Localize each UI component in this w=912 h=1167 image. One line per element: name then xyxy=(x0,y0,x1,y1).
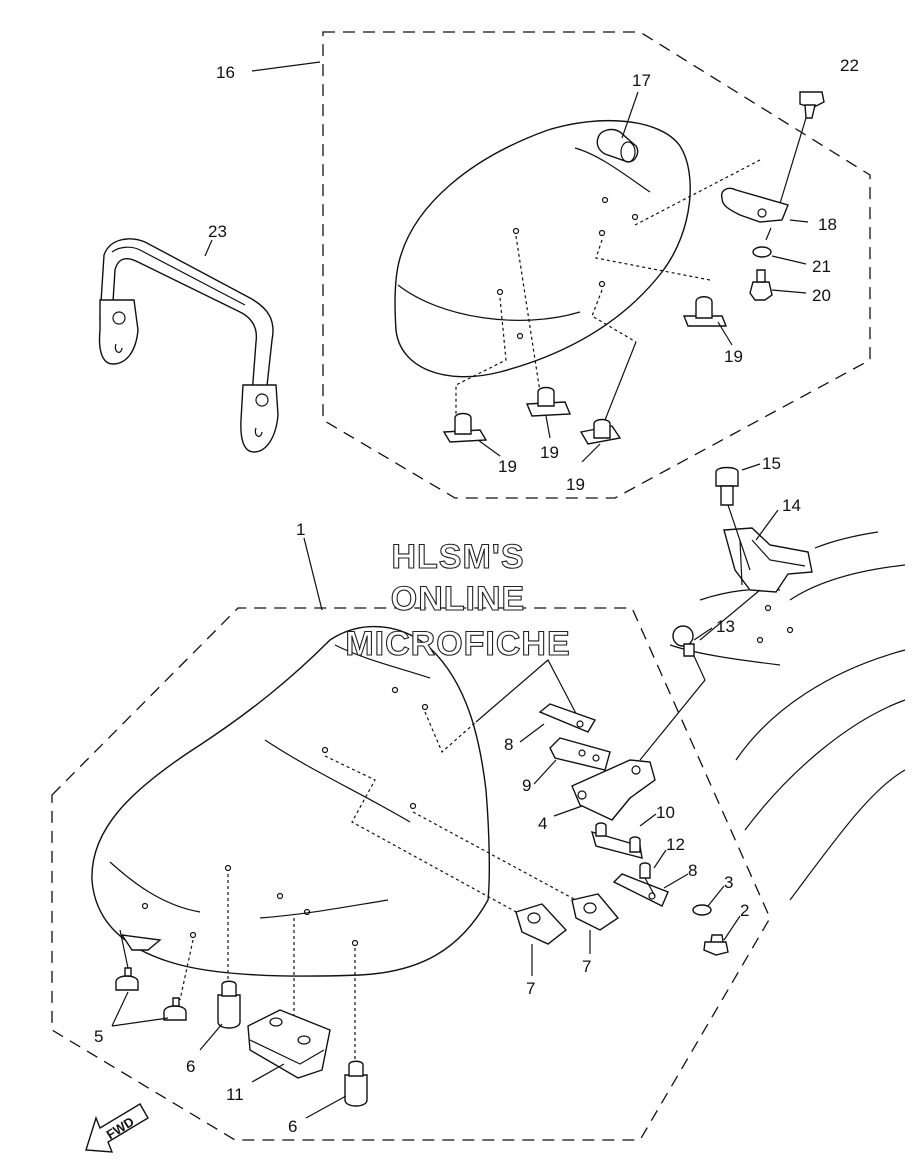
rear-seat-knob-part xyxy=(596,128,639,163)
callout-6-b: 6 xyxy=(288,1117,297,1136)
callout-6-a: 6 xyxy=(186,1057,195,1076)
seat-block-part-11 xyxy=(247,1009,331,1079)
fender-outline xyxy=(669,531,906,901)
callout-19-d: 19 xyxy=(566,475,585,494)
plate-part-8b xyxy=(612,873,669,907)
callout-17: 17 xyxy=(632,71,651,90)
callout-11: 11 xyxy=(226,1085,244,1104)
callout-8-b: 8 xyxy=(688,861,697,880)
leader-lines xyxy=(111,61,809,1119)
forward-arrow-icon: FWD xyxy=(85,1103,149,1153)
rear-seat-clip-part-1 xyxy=(682,296,728,327)
rear-nut-part xyxy=(749,269,773,301)
callout-13: 13 xyxy=(716,617,735,636)
front-seat-cushion xyxy=(91,625,490,977)
plate-part-8a xyxy=(538,703,597,733)
callout-3: 3 xyxy=(724,873,733,892)
front-lower-bolt-part xyxy=(703,934,729,956)
callout-7-b: 7 xyxy=(582,957,591,976)
front-seat-connector-lines xyxy=(179,711,586,1065)
rear-seat-connector-lines xyxy=(455,159,761,420)
damper-part-5b xyxy=(163,997,187,1021)
rear-seat-clip-part-2 xyxy=(442,412,488,443)
stay-part-10 xyxy=(590,822,643,859)
rear-bracket-part xyxy=(721,187,789,223)
rear-seat-cushion xyxy=(394,119,691,378)
watermark-line-3: MICROFICHE xyxy=(345,625,570,663)
callout-8-a: 8 xyxy=(504,735,513,754)
callout-15: 15 xyxy=(762,454,781,473)
watermark-line-2: ONLINE xyxy=(391,580,525,618)
damper-part-5a xyxy=(115,967,139,991)
callout-9: 9 xyxy=(522,776,531,795)
front-washer-part xyxy=(692,904,712,916)
watermark-line-1: HLSM'S xyxy=(391,538,524,576)
callout-18: 18 xyxy=(818,215,837,234)
rear-seat-clip-part-4 xyxy=(579,418,622,445)
callout-2: 2 xyxy=(740,901,749,920)
callout-7-a: 7 xyxy=(526,979,535,998)
callout-labels: 16 17 22 18 21 20 19 19 19 19 23 1 15 14… xyxy=(94,56,859,1136)
callout-4: 4 xyxy=(538,814,547,833)
damper-part-6a xyxy=(217,980,241,1029)
bracket-bolt-part xyxy=(715,466,739,506)
rear-seat-clip-part-3 xyxy=(525,386,572,417)
front-seat-group-boundary xyxy=(51,607,771,1141)
callout-19-c: 19 xyxy=(540,443,559,462)
callout-1: 1 xyxy=(296,520,305,539)
grab-bar-part xyxy=(98,238,279,453)
rear-seat-group-boundary xyxy=(322,31,871,499)
callout-5: 5 xyxy=(94,1027,103,1046)
callout-19-b: 19 xyxy=(498,457,517,476)
seat-bracket-part xyxy=(723,527,813,593)
callout-20: 20 xyxy=(812,286,831,305)
callout-19-a: 19 xyxy=(724,347,743,366)
collar-part-12 xyxy=(639,862,651,879)
watermark: HLSM'S ONLINE MICROFICHE xyxy=(345,537,570,663)
callout-21: 21 xyxy=(812,257,831,276)
callout-22: 22 xyxy=(840,56,859,75)
callout-23: 23 xyxy=(208,222,227,241)
callout-12: 12 xyxy=(666,835,685,854)
callout-14: 14 xyxy=(782,496,801,515)
callout-10: 10 xyxy=(656,803,675,822)
front-nut-part-7a xyxy=(515,903,568,945)
plate-part-9 xyxy=(549,737,611,771)
front-bracket-part-4 xyxy=(571,759,656,821)
front-bolt-part xyxy=(672,625,695,657)
rear-bolt-part xyxy=(799,91,825,119)
front-nut-part-7b xyxy=(571,893,620,931)
callout-16: 16 xyxy=(216,63,235,82)
damper-part-6b xyxy=(344,1060,368,1107)
rear-washer-part xyxy=(752,246,772,258)
